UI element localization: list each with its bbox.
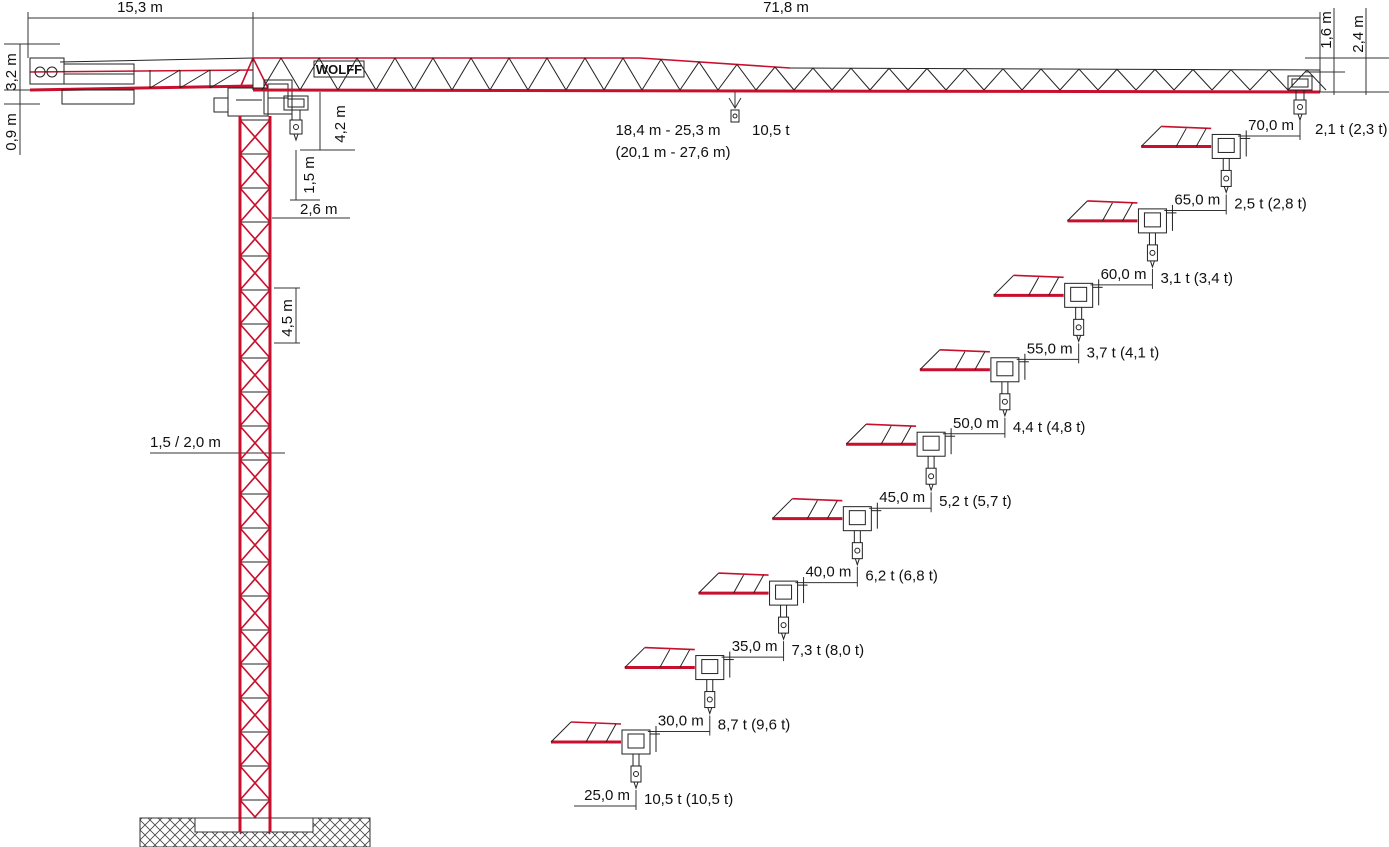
cab-height-label: 4,2 m: [332, 105, 349, 143]
load-step: 35,0 m 7,3 t (8,0 t): [698, 572, 865, 662]
load-step-jib-head: [698, 572, 808, 606]
load-step-radius: 45,0 m: [879, 489, 925, 506]
left-dimensions: 3,2 m 0,9 m: [3, 43, 60, 155]
load-step-jib-head: [993, 274, 1103, 308]
load-step-hook: [999, 381, 1011, 418]
top-dimension: 15,3 m 71,8 m: [27, 0, 1321, 80]
jib-tip-height-a-label: 1,6 m: [1318, 11, 1335, 49]
load-step: 25,0 m 10,5 t (10,5 t): [550, 721, 733, 810]
mast-width-label: 1,5 / 2,0 m: [150, 434, 221, 451]
counter-jib-height-label: 3,2 m: [3, 53, 20, 91]
load-step-radius: 40,0 m: [805, 564, 851, 581]
counter-jib: [29, 57, 254, 105]
mast-lattice: [239, 119, 271, 835]
max-load-radius-range-alt: (20,1 m - 27,6 m): [615, 144, 730, 161]
load-step-jib-head: [1067, 200, 1177, 234]
load-step-hook: [1220, 158, 1232, 195]
load-step-radius: 70,0 m: [1248, 117, 1294, 134]
jib-tip-trolley: [1287, 75, 1313, 121]
load-step-jib-head: [919, 348, 1029, 383]
max-load-annotation: 18,4 m - 25,3 m (20,1 m - 27,6 m) 10,5 t: [615, 92, 790, 161]
load-step-capacity: 8,7 t (9,6 t): [718, 717, 791, 734]
load-step-jib-head: [1140, 125, 1251, 159]
jib-length-label: 71,8 m: [763, 0, 809, 16]
load-step-hook: [704, 679, 716, 716]
load-step-radius: 25,0 m: [584, 787, 630, 804]
load-step-jib-head: [845, 423, 956, 457]
cab-width-label: 2,6 m: [300, 201, 338, 218]
load-step-capacity: 3,1 t (3,4 t): [1160, 270, 1233, 287]
load-step-hook: [778, 605, 790, 641]
load-step-capacity: 7,3 t (8,0 t): [792, 642, 865, 659]
load-step: 55,0 m 3,7 t (4,1 t): [993, 274, 1160, 364]
jib: WOLFF: [252, 57, 1327, 141]
jib-tip-height-b-label: 2,4 m: [1350, 15, 1367, 53]
tower-top-height-label: 1,5 m: [301, 156, 318, 194]
right-dimensions: 1,6 m 2,4 m: [1305, 8, 1389, 95]
jib-inner-trolley: [283, 95, 309, 141]
load-step: 65,0 m 2,5 t (2,8 t): [1140, 125, 1307, 215]
load-step-capacity: 6,2 t (6,8 t): [865, 568, 938, 585]
load-step-hook: [1073, 307, 1085, 343]
load-step-hook: [851, 530, 863, 567]
jib-lattice: [261, 57, 1327, 91]
load-step: 50,0 m 4,4 t (4,8 t): [919, 348, 1086, 438]
load-step-capacity: 5,2 t (5,7 t): [939, 493, 1012, 510]
load-step: 60,0 m 3,1 t (3,4 t): [1067, 200, 1233, 289]
load-step-radius: 60,0 m: [1101, 266, 1147, 283]
load-step-radius: 55,0 m: [1027, 340, 1073, 357]
load-step-hook: [1146, 232, 1158, 269]
load-step-jib-head: [624, 646, 734, 681]
load-step-radius: 65,0 m: [1174, 191, 1220, 208]
load-step-capacity: 2,1 t (2,3 t): [1315, 121, 1388, 138]
load-step-radius: 30,0 m: [658, 713, 704, 730]
load-step-jib-head: [550, 721, 660, 755]
load-step-capacity: 10,5 t (10,5 t): [644, 791, 733, 808]
load-step: 70,0 m 2,1 t (2,3 t): [1238, 117, 1388, 140]
load-step-capacity: 4,4 t (4,8 t): [1013, 419, 1086, 436]
tower-mast: [238, 116, 272, 835]
load-step-radius: 35,0 m: [732, 638, 778, 655]
counter-jib-length-label: 15,3 m: [117, 0, 163, 16]
load-step-radius: 50,0 m: [953, 415, 999, 432]
mast-section-height-label: 4,5 m: [279, 299, 296, 337]
load-step: 30,0 m 8,7 t (9,6 t): [624, 646, 791, 736]
max-load-radius-range: 18,4 m - 25,3 m: [615, 122, 720, 139]
load-step-hook: [630, 754, 642, 790]
load-step: 40,0 m 6,2 t (6,8 t): [771, 497, 938, 587]
load-step-capacity: 2,5 t (2,8 t): [1234, 195, 1307, 212]
load-step: 45,0 m 5,2 t (5,7 t): [845, 423, 1012, 513]
counter-jib-offset-label: 0,9 m: [3, 113, 20, 151]
max-load-capacity: 10,5 t: [752, 122, 790, 139]
tower-dimensions: 4,2 m 1,5 m 2,6 m 4,5 m 1,5 / 2,0 m: [150, 92, 355, 454]
brand-label: WOLFF: [316, 62, 362, 77]
foundation: [139, 817, 371, 847]
load-step-hook: [925, 456, 937, 492]
load-step-capacity: 3,7 t (4,1 t): [1087, 344, 1160, 361]
load-step-jib-head: [771, 497, 882, 532]
